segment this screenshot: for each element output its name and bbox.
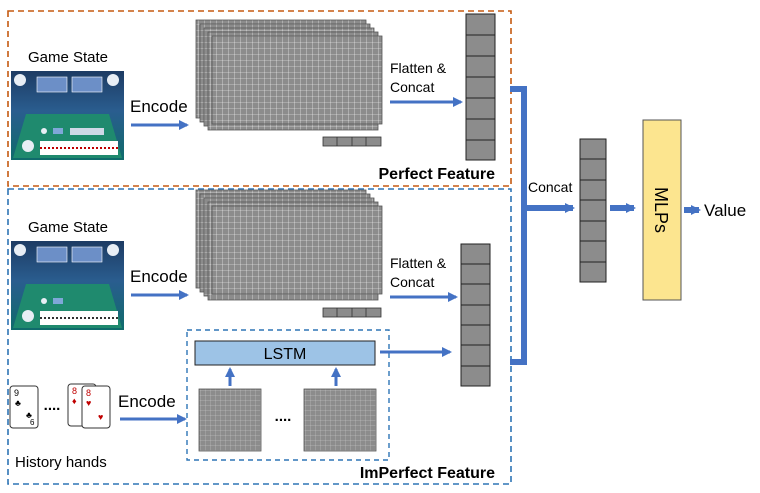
flatten-label-top-2: Concat <box>390 79 434 95</box>
svg-text:8: 8 <box>72 386 77 396</box>
concat-label: Concat <box>528 179 572 195</box>
svg-text:6: 6 <box>30 418 35 427</box>
flatten-label-bottom-2: Concat <box>390 274 434 290</box>
mlps-label: MLPs <box>651 187 671 233</box>
concat-vector <box>579 138 607 283</box>
svg-text:♥: ♥ <box>98 412 103 422</box>
game-screenshot-top <box>11 71 124 160</box>
game-state-label-bottom: Game State <box>28 219 108 236</box>
lstm-label: LSTM <box>264 346 307 363</box>
game-state-label-top: Game State <box>28 49 108 66</box>
flatten-label-top-1: Flatten & <box>390 60 447 76</box>
small-vector-top <box>322 136 382 147</box>
history-grid-2 <box>303 388 377 452</box>
encode-label-top: Encode <box>130 97 188 116</box>
flatten-label-bottom-1: Flatten & <box>390 255 447 271</box>
perfect-feature-label: Perfect Feature <box>379 166 496 183</box>
history-grid-dots: .... <box>275 408 292 425</box>
encoded-tensor-stack-bottom <box>195 189 383 301</box>
svg-text:♣: ♣ <box>26 410 32 420</box>
feature-vector-bottom <box>460 243 491 387</box>
card-icon-right: 8 ♦ 8 ♥ ♥ <box>67 383 111 429</box>
history-grid-1 <box>198 388 262 452</box>
cards-dots: .... <box>44 397 61 414</box>
perfect-feature-box <box>7 10 512 187</box>
svg-text:♣: ♣ <box>15 398 21 408</box>
imperfect-feature-box <box>7 188 512 485</box>
svg-text:♦: ♦ <box>72 396 77 406</box>
imperfect-feature-label: ImPerfect Feature <box>360 465 495 482</box>
lstm-block <box>194 340 376 366</box>
svg-text:8: 8 <box>86 388 91 398</box>
encoded-tensor-stack-top <box>195 19 383 131</box>
small-vector-bottom <box>322 307 382 318</box>
lstm-group-box <box>186 329 390 461</box>
game-screenshot-bottom <box>11 241 124 330</box>
history-hands-label: History hands <box>15 454 107 471</box>
card-icon-left: 9 ♣ ♣ 6 <box>9 385 39 429</box>
encode-label-bottom: Encode <box>130 267 188 286</box>
concat-bracket <box>510 86 527 365</box>
svg-text:♥: ♥ <box>86 398 91 408</box>
svg-text:9: 9 <box>14 388 19 398</box>
feature-vector-top <box>465 13 496 161</box>
mlps-block <box>642 119 682 301</box>
value-label: Value <box>704 201 746 220</box>
history-encode-label: Encode <box>118 392 176 411</box>
